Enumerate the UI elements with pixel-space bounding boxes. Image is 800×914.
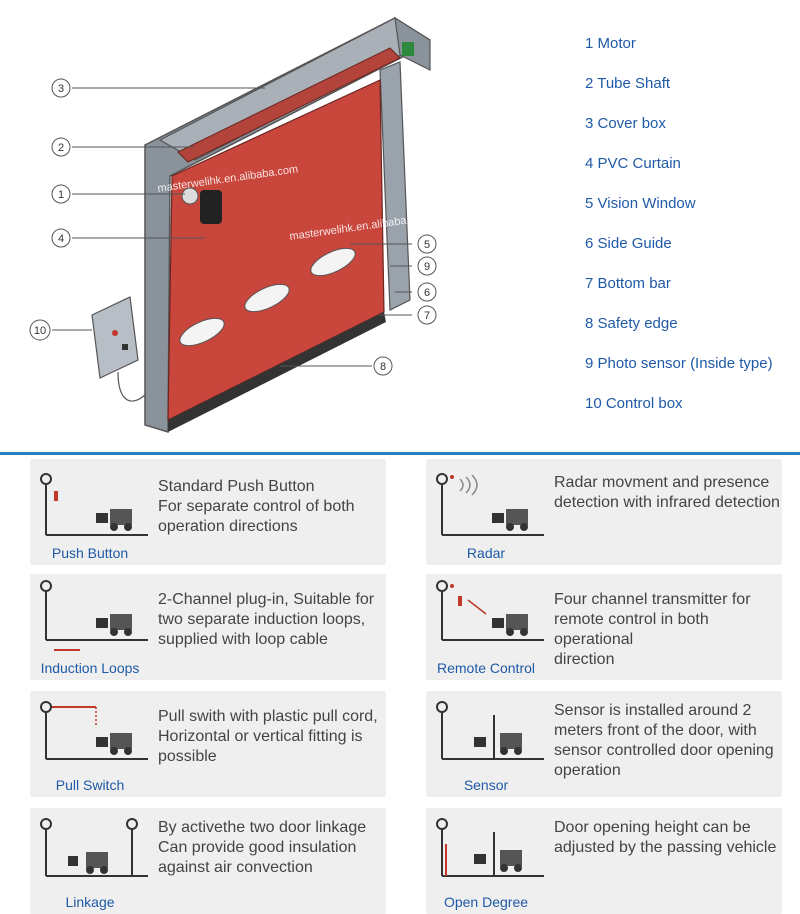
desc-line: Pull swith with plastic pull cord,	[158, 708, 378, 725]
callout-8: 8	[380, 361, 386, 373]
option-caption: Sensor	[463, 777, 509, 793]
option-card-push-button: Push Button Standard Push Button For sep…	[30, 459, 386, 565]
remote-control-icon	[436, 580, 544, 641]
desc-line: possible	[158, 748, 217, 765]
option-description: Four channel transmitter for remote cont…	[554, 590, 780, 670]
callout-6: 6	[424, 287, 430, 299]
callout-5: 5	[424, 239, 430, 251]
vision-window-1	[179, 317, 225, 347]
side-guide	[379, 61, 411, 311]
section-divider	[0, 452, 800, 455]
option-card-linkage: Linkage By activethe two door linkage Ca…	[30, 808, 386, 914]
radar-icon	[436, 473, 544, 536]
bottom-bar	[168, 312, 386, 432]
option-caption: Induction Loops	[40, 660, 140, 676]
option-caption: Radar	[466, 545, 506, 561]
legend-item-control-box: 10 Control box	[585, 395, 683, 412]
sensor-icon	[436, 701, 544, 760]
push-button-icon	[40, 473, 148, 536]
desc-line: Four channel transmitter for	[554, 591, 751, 608]
tube-shaft	[177, 47, 401, 163]
motor-indicator	[402, 42, 414, 56]
option-card-induction-loops: Induction Loops 2-Channel plug-in, Suita…	[30, 574, 386, 680]
option-caption: Pull Switch	[55, 777, 125, 793]
option-description: Sensor is installed around 2 meters fron…	[554, 701, 780, 781]
option-description: Standard Push Button For separate contro…	[158, 477, 384, 537]
linkage-icon	[40, 818, 148, 877]
desc-line: remote control in both operational	[554, 611, 709, 648]
vision-window-2	[244, 283, 290, 313]
desc-line: Can provide good insulation	[158, 839, 357, 856]
desc-line: against air convection	[158, 859, 313, 876]
option-card-sensor: Sensor Sensor is installed around 2 mete…	[426, 691, 782, 797]
callout-lines	[52, 87, 412, 367]
motor	[200, 190, 222, 224]
option-description: Pull swith with plastic pull cord, Horiz…	[158, 707, 384, 767]
option-caption: Open Degree	[443, 894, 529, 910]
callout-4: 4	[58, 233, 64, 245]
desc-line: direction	[554, 651, 615, 668]
desc-line: detection with infrared detection	[554, 494, 780, 511]
legend-item-motor: 1 Motor	[585, 35, 636, 52]
desc-line: Standard Push Button	[158, 478, 315, 495]
desc-line: operation	[554, 762, 621, 779]
door-diagram: masterwelihk.en.alibaba.com masterwelihk…	[29, 16, 437, 434]
legend-item-photo-sensor: 9 Photo sensor (Inside type)	[585, 355, 773, 372]
callout-1: 1	[58, 189, 64, 201]
desc-line: meters front of the door, with	[554, 722, 757, 739]
legend-item-vision-window: 5 Vision Window	[585, 195, 696, 212]
option-card-pull-switch: Pull Switch Pull swith with plastic pull…	[30, 691, 386, 797]
desc-line: 2-Channel plug-in, Suitable for	[158, 591, 375, 608]
option-description: Radar movment and presence detection wit…	[554, 473, 780, 513]
desc-line: operation directions	[158, 518, 298, 535]
parts-legend: 1 Motor 2 Tube Shaft 3 Cover box 4 PVC C…	[585, 34, 773, 434]
legend-item-safety-edge: 8 Safety edge	[585, 315, 678, 332]
option-description: 2-Channel plug-in, Suitable for two sepa…	[158, 590, 384, 650]
option-caption: Linkage	[65, 894, 115, 910]
callout-circles	[29, 78, 437, 376]
callout-10: 10	[34, 325, 46, 337]
desc-line: By activethe two door linkage	[158, 819, 367, 836]
option-description: Door opening height can be adjusted by t…	[554, 818, 780, 858]
desc-line: supplied with loop cable	[158, 631, 328, 648]
option-description: By activethe two door linkage Can provid…	[158, 818, 384, 878]
option-caption: Remote Control	[436, 660, 536, 676]
callout-7: 7	[424, 310, 430, 322]
induction-loops-icon	[40, 580, 148, 651]
desc-line: Horizontal or vertical fitting is	[158, 728, 363, 745]
desc-line: sensor controlled door opening	[554, 742, 774, 759]
legend-item-pvc-curtain: 4 PVC Curtain	[585, 155, 681, 172]
desc-line: Door opening height can be	[554, 819, 751, 836]
callout-2: 2	[58, 142, 64, 154]
legend-item-tube-shaft: 2 Tube Shaft	[585, 75, 671, 92]
option-card-remote-control: Remote Control Four channel transmitter …	[426, 574, 782, 680]
desc-line: For separate control of both	[158, 498, 355, 515]
callout-3: 3	[58, 83, 64, 95]
vision-window-3	[310, 247, 356, 277]
desc-line: Sensor is installed around 2	[554, 702, 752, 719]
pull-switch-icon	[40, 701, 148, 760]
option-caption: Push Button	[51, 545, 129, 561]
control-box	[91, 296, 139, 379]
callout-9: 9	[424, 261, 430, 273]
option-card-radar: Radar Radar movment and presence detecti…	[426, 459, 782, 565]
legend-item-cover-box: 3 Cover box	[585, 115, 666, 132]
legend-item-bottom-bar: 7 Bottom bar	[585, 275, 671, 292]
legend-item-side-guide: 6 Side Guide	[585, 235, 672, 252]
option-card-open-degree: Open Degree Door opening height can be a…	[426, 808, 782, 914]
open-degree-icon	[436, 818, 544, 877]
desc-line: adjusted by the passing vehicle	[554, 839, 777, 856]
desc-line: two separate induction loops,	[158, 611, 366, 628]
desc-line: Radar movment and presence	[554, 474, 770, 491]
